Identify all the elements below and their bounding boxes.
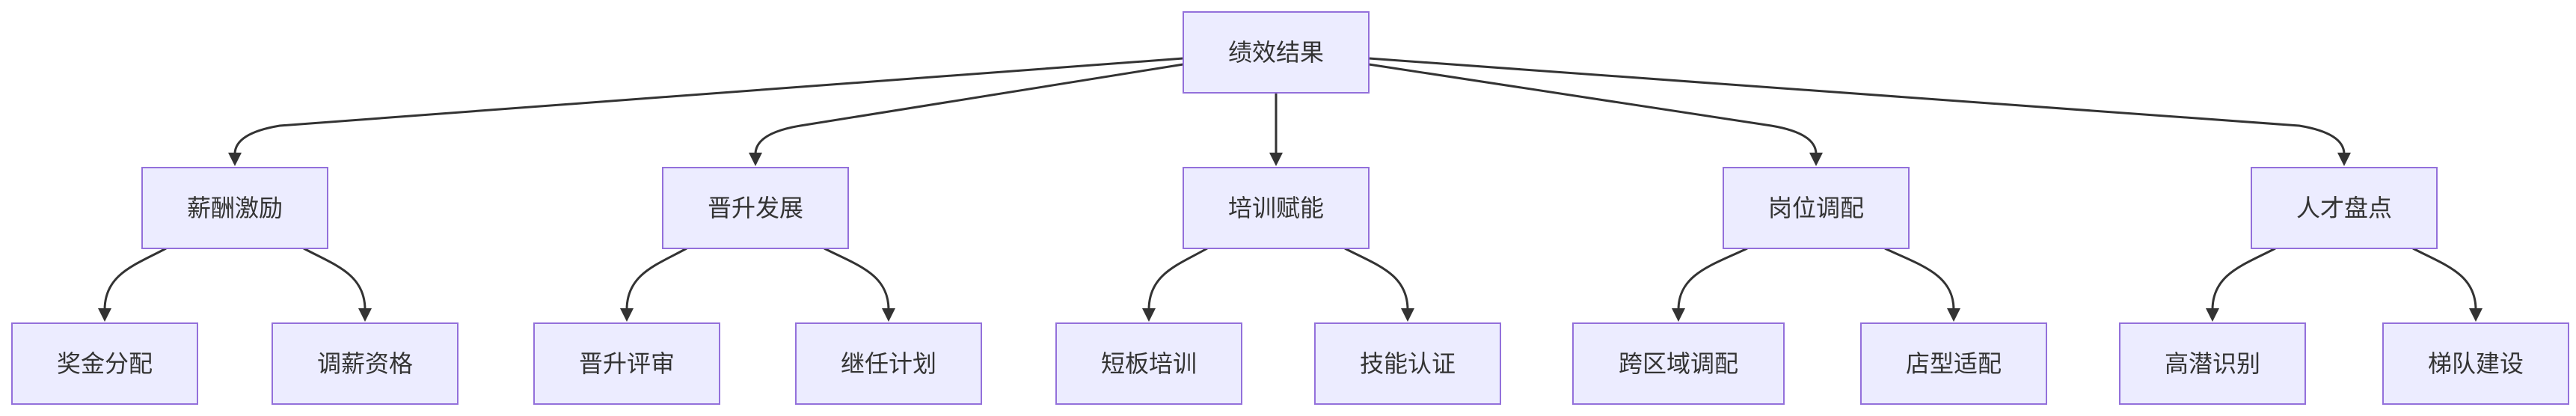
node-level1-2-label: 晋升发展	[708, 194, 803, 222]
edge-level1-4-to-level2-2-arrowhead	[1947, 308, 1960, 322]
edge-level1-1-to-level2-1	[103, 247, 167, 311]
node-level2-1-1: 奖金分配	[11, 322, 198, 405]
edge-root-to-level1-3-arrowhead	[1269, 153, 1283, 166]
node-level1-4-box	[1723, 167, 1910, 249]
edge-root-to-level1-4	[1368, 63, 1818, 155]
node-level2-5-2-box	[2382, 322, 2569, 405]
node-level2-4-1-label: 跨区域调配	[1619, 349, 1738, 378]
edge-level1-2-to-level2-1	[625, 247, 687, 311]
edge-root-to-level1-1-arrowhead	[228, 153, 242, 166]
node-level2-1-2-box	[272, 322, 459, 405]
node-level1-2-box	[662, 167, 849, 249]
edge-level1-3-to-level2-1-arrowhead	[1142, 308, 1156, 322]
edge-root-to-level1-4-arrowhead	[1809, 153, 1823, 166]
edge-root-to-level1-2	[754, 63, 1184, 155]
edge-level1-1-to-level2-2-arrowhead	[358, 308, 372, 322]
edge-level1-5-to-level2-2-arrowhead	[2469, 308, 2483, 322]
edge-level1-5-to-level2-1-arrowhead	[2206, 308, 2219, 322]
edge-root-to-level1-2-arrowhead	[749, 153, 762, 166]
node-level2-3-1: 短板培训	[1055, 322, 1242, 405]
node-level2-5-1-box	[2119, 322, 2306, 405]
node-level2-2-1-box	[533, 322, 720, 405]
node-level2-2-2-label: 继任计划	[841, 349, 936, 378]
node-level1-1: 薪酬激励	[141, 167, 328, 249]
edge-level1-2-to-level2-2	[824, 247, 890, 311]
node-level2-1-2: 调薪资格	[272, 322, 459, 405]
edges-layer	[98, 57, 2483, 322]
edge-root-to-level1-5	[1368, 57, 2346, 155]
edge-level1-2-to-level2-2-arrowhead	[882, 308, 895, 322]
node-level1-5-label: 人才盘点	[2296, 194, 2392, 222]
edge-level1-1-to-level2-1-arrowhead	[98, 308, 111, 322]
edge-level1-3-to-level2-2	[1344, 247, 1409, 311]
node-level2-5-1: 高潜识别	[2119, 322, 2306, 405]
node-level1-4-label: 岗位调配	[1768, 194, 1864, 222]
node-level2-3-1-box	[1055, 322, 1242, 405]
node-root-box	[1183, 11, 1370, 94]
node-level2-1-1-box	[11, 322, 198, 405]
node-level2-3-2-box	[1314, 322, 1501, 405]
node-level1-4: 岗位调配	[1723, 167, 1910, 249]
node-level2-4-2-label: 店型适配	[1906, 349, 2002, 378]
node-level1-3-label: 培训赋能	[1228, 194, 1324, 222]
edge-level1-4-to-level2-2	[1884, 247, 1955, 311]
node-level2-3-2: 技能认证	[1314, 322, 1501, 405]
node-level2-5-1-label: 高潜识别	[2165, 349, 2260, 378]
node-level2-4-2-box	[1860, 322, 2047, 405]
node-level2-2-1-label: 晋升评审	[579, 349, 675, 378]
edge-level1-5-to-level2-1	[2211, 247, 2276, 311]
edge-level1-3-to-level2-2-arrowhead	[1401, 308, 1414, 322]
node-level2-5-2: 梯队建设	[2382, 322, 2569, 405]
node-level1-5-box	[2251, 167, 2438, 249]
node-level1-3-box	[1183, 167, 1370, 249]
node-level1-5: 人才盘点	[2251, 167, 2438, 249]
node-level2-4-1: 跨区域调配	[1572, 322, 1785, 405]
node-level2-4-1-box	[1572, 322, 1785, 405]
edge-level1-5-to-level2-2	[2412, 247, 2477, 311]
node-level2-2-1: 晋升评审	[533, 322, 720, 405]
edge-root-to-level1-1	[233, 57, 1184, 155]
node-level2-5-2-label: 梯队建设	[2428, 349, 2524, 378]
edge-level1-4-to-level2-1-arrowhead	[1672, 308, 1685, 322]
edge-level1-3-to-level2-1	[1147, 247, 1208, 311]
edge-level1-2-to-level2-1-arrowhead	[620, 308, 634, 322]
edge-level1-1-to-level2-2	[303, 247, 367, 311]
node-root-label: 绩效结果	[1228, 38, 1324, 67]
node-level2-3-2-label: 技能认证	[1360, 349, 1456, 378]
node-level2-2-2: 继任计划	[795, 322, 982, 405]
node-level1-1-box	[141, 167, 328, 249]
node-level2-2-2-box	[795, 322, 982, 405]
node-root: 绩效结果	[1183, 11, 1370, 94]
node-level2-1-2-label: 调薪资格	[317, 349, 413, 378]
node-level1-3: 培训赋能	[1183, 167, 1370, 249]
node-level1-2: 晋升发展	[662, 167, 849, 249]
node-level2-3-1-label: 短板培训	[1101, 349, 1197, 378]
edge-level1-4-to-level2-1	[1677, 247, 1748, 311]
node-level1-1-label: 薪酬激励	[187, 194, 283, 222]
node-level2-4-2: 店型适配	[1860, 322, 2047, 405]
edge-root-to-level1-5-arrowhead	[2337, 153, 2351, 166]
node-level2-1-1-label: 奖金分配	[57, 349, 153, 378]
